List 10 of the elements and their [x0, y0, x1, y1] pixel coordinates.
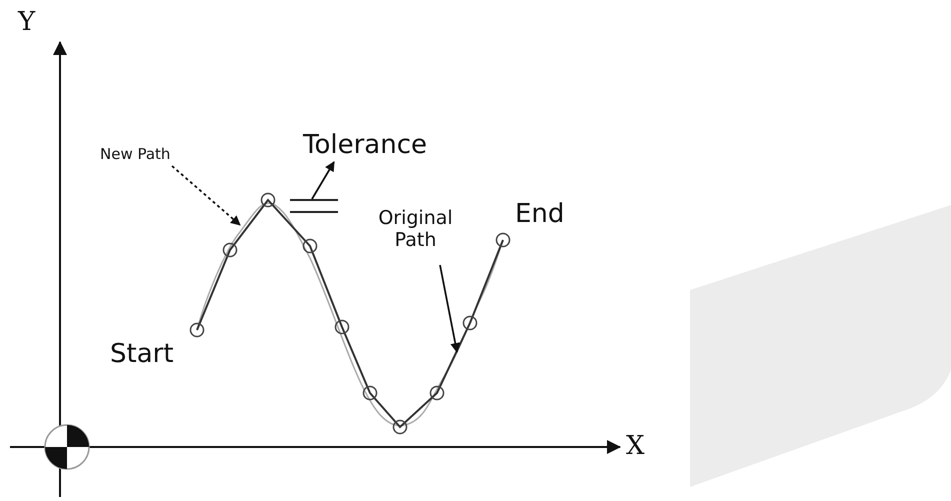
annotation-text: New Path — [100, 146, 170, 164]
leader-line — [439, 264, 460, 353]
axis-label: X — [626, 432, 645, 462]
point-label: Start — [110, 340, 174, 370]
leader-line — [311, 161, 335, 200]
annotation-text: Tolerance — [303, 131, 427, 161]
axis-label: Y — [18, 8, 36, 38]
annotation-text: Original Path — [368, 208, 463, 252]
leader-line — [171, 165, 241, 226]
point-label: End — [515, 200, 564, 230]
